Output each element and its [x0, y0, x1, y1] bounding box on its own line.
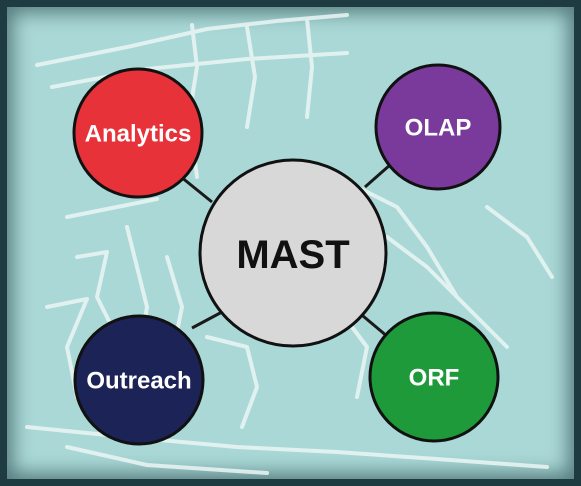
diagram-canvas: MAST Analytics OLAP Outreach ORF: [25, 13, 554, 475]
node-analytics-label: Analytics: [85, 121, 192, 148]
node-olap: OLAP: [374, 63, 502, 191]
node-analytics-circle: [72, 67, 204, 199]
node-olap-circle: [374, 63, 502, 191]
node-analytics: Analytics: [72, 67, 204, 199]
center-node-circle: [198, 158, 388, 348]
diagram-panel: MAST Analytics OLAP Outreach ORF: [7, 7, 574, 479]
node-orf-circle: [368, 311, 500, 443]
node-orf: ORF: [368, 311, 500, 443]
node-outreach-circle: [73, 314, 205, 446]
connector-orf: [362, 314, 389, 339]
node-orf-label: ORF: [409, 365, 460, 392]
center-node-mast: MAST: [198, 158, 388, 348]
node-olap-label: OLAP: [405, 115, 472, 142]
connector-outreach: [191, 310, 223, 330]
node-outreach: Outreach: [73, 314, 205, 446]
node-outreach-label: Outreach: [86, 368, 191, 395]
center-node-label: MAST: [236, 233, 349, 277]
connector-olap: [364, 163, 391, 189]
